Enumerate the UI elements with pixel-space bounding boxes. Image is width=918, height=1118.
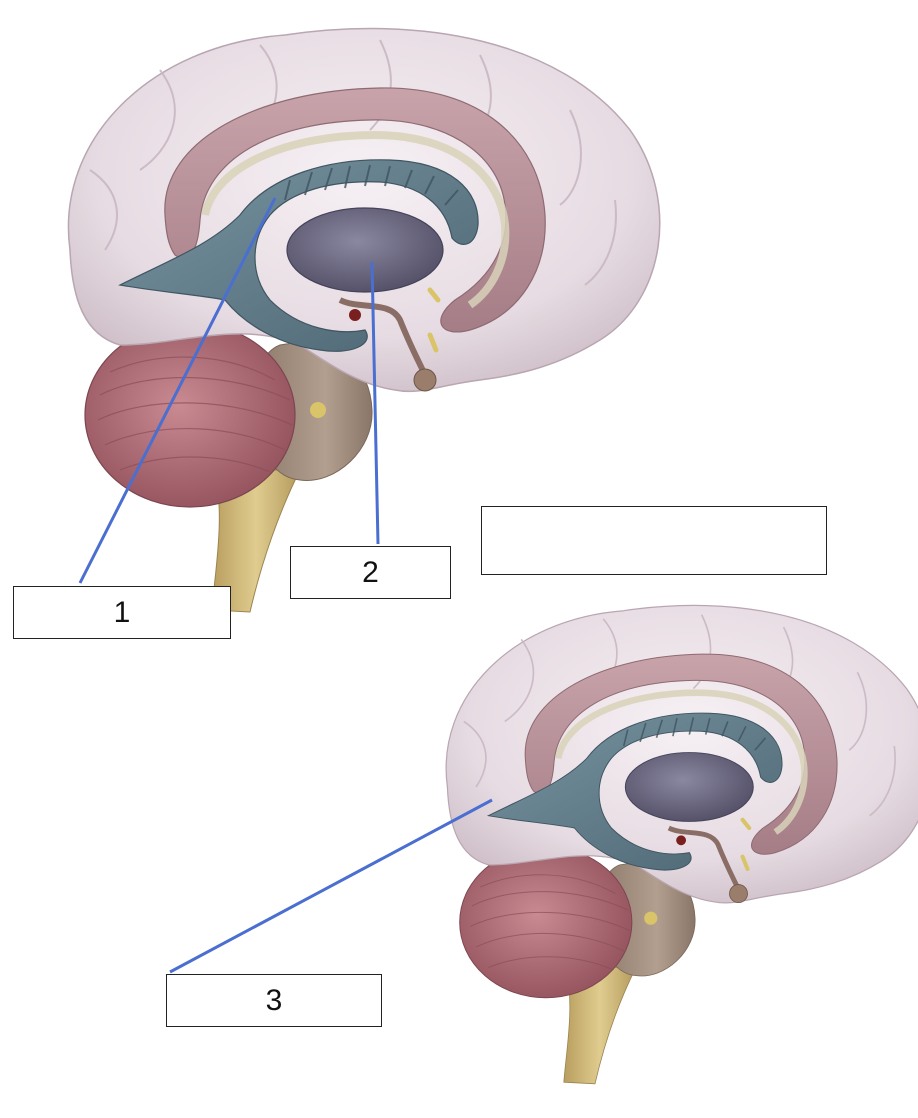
label-2-text: 2 (362, 555, 379, 589)
label-3-text: 3 (265, 983, 283, 1017)
leader-line-1 (78, 197, 277, 584)
leader-line-2 (370, 261, 380, 545)
blank-label-box (481, 506, 827, 575)
label-box-2: 2 (290, 546, 451, 599)
label-1-text: 1 (113, 595, 131, 629)
label-box-1: 1 (13, 586, 231, 639)
brain-illustration-bottom (446, 605, 918, 1083)
label-box-3: 3 (166, 974, 382, 1027)
leader-line-3 (169, 798, 493, 974)
